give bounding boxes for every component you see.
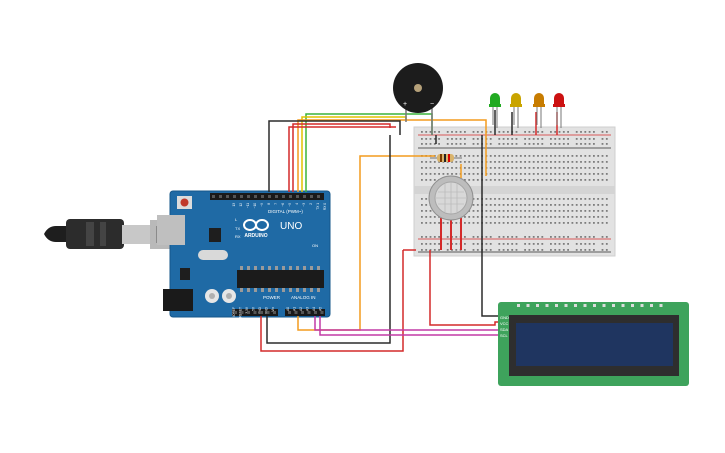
pin-label: 3.3V bbox=[245, 306, 249, 313]
lcd-pin-label: SCL bbox=[500, 333, 509, 338]
pin-label: A5 bbox=[319, 307, 323, 311]
pin-label: ~6 bbox=[281, 203, 285, 207]
led-4 bbox=[553, 93, 565, 128]
wire-orange-sensor bbox=[359, 155, 435, 322]
reset-button bbox=[180, 198, 189, 207]
pin-label: 4 bbox=[295, 203, 299, 205]
pin-label: 12 bbox=[239, 203, 243, 207]
lcd-pin-label: SDA bbox=[500, 327, 509, 332]
pin-label: 7 bbox=[274, 203, 278, 205]
arduino-logo-icon bbox=[243, 219, 269, 231]
wire-red-top1 bbox=[292, 123, 391, 192]
power-jack bbox=[163, 289, 193, 311]
wire-magenta-sda bbox=[314, 316, 498, 331]
wire-black-lcd-gnd bbox=[481, 135, 498, 317]
wire-orange-a0 bbox=[297, 316, 361, 331]
leds bbox=[489, 93, 565, 128]
arduino-brand: ARDUINO bbox=[244, 233, 267, 239]
pin-label: ~11 bbox=[246, 203, 250, 208]
lcd-pin-label: VCC bbox=[500, 321, 509, 326]
atmega-chip bbox=[237, 270, 324, 288]
pin-label: A0 bbox=[286, 307, 290, 311]
pin-label: A4 bbox=[312, 307, 316, 311]
wire-black-gnd bbox=[266, 135, 391, 344]
pin-label: GND bbox=[265, 306, 269, 314]
piezo-buzzer: + − bbox=[393, 63, 443, 135]
pin-label: TX 1 bbox=[316, 203, 320, 210]
lcd-pin-label: GND bbox=[500, 315, 509, 320]
buzzer-minus-label: − bbox=[430, 101, 434, 108]
digital-header bbox=[210, 193, 324, 200]
pin-label: 2 bbox=[309, 203, 313, 205]
pin-label: 13 bbox=[232, 203, 236, 207]
led-label-rx: RX bbox=[235, 234, 241, 239]
analog-label: ANALOG IN bbox=[291, 295, 316, 300]
led-label-tx: TX bbox=[235, 226, 240, 231]
led-2 bbox=[510, 93, 522, 128]
wire-red-top2 bbox=[288, 126, 396, 192]
pin-label: RX 0 bbox=[323, 203, 327, 210]
pin-label: A3 bbox=[306, 307, 310, 311]
pin-label: Vin bbox=[271, 307, 275, 312]
wires bbox=[260, 110, 558, 352]
buzzer-plus-label: + bbox=[403, 101, 407, 108]
wire-red-lcd-vcc bbox=[429, 250, 498, 326]
wire-red-5v bbox=[260, 250, 404, 352]
arduino-model: UNO bbox=[280, 221, 302, 232]
arduino-uno-board: ARDUINO UNO DIGITAL (PWM~) POWER ANALOG … bbox=[157, 190, 331, 318]
wire-black-top bbox=[268, 120, 401, 192]
lcd-pin-holes bbox=[517, 304, 663, 307]
resistor bbox=[430, 154, 462, 162]
pin-label: ~3 bbox=[302, 203, 306, 207]
wire-green bbox=[305, 113, 433, 192]
led-label-l: L bbox=[235, 217, 238, 222]
pin-label: A2 bbox=[299, 307, 303, 311]
pin-label: 8 bbox=[267, 203, 271, 205]
gas-sensor bbox=[428, 175, 474, 250]
pin-label: ~9 bbox=[260, 203, 264, 207]
lcd-screen bbox=[516, 323, 673, 366]
pin-label: A1 bbox=[293, 307, 297, 311]
pin-label: ~5 bbox=[288, 203, 292, 207]
wire-orange-top bbox=[297, 119, 487, 192]
wire-magenta-scl bbox=[319, 316, 498, 336]
led-label-on: ON bbox=[312, 243, 318, 248]
analog-header bbox=[285, 309, 325, 316]
pin-label: GND bbox=[258, 306, 262, 314]
pin-label: 5V bbox=[252, 306, 256, 311]
led-3 bbox=[533, 93, 545, 128]
buzzer-center-icon bbox=[414, 84, 422, 92]
power-label: POWER bbox=[263, 295, 281, 300]
pin-label: ~10 bbox=[253, 203, 257, 209]
digital-label: DIGITAL (PWM~) bbox=[268, 209, 303, 214]
led-1 bbox=[489, 93, 501, 128]
